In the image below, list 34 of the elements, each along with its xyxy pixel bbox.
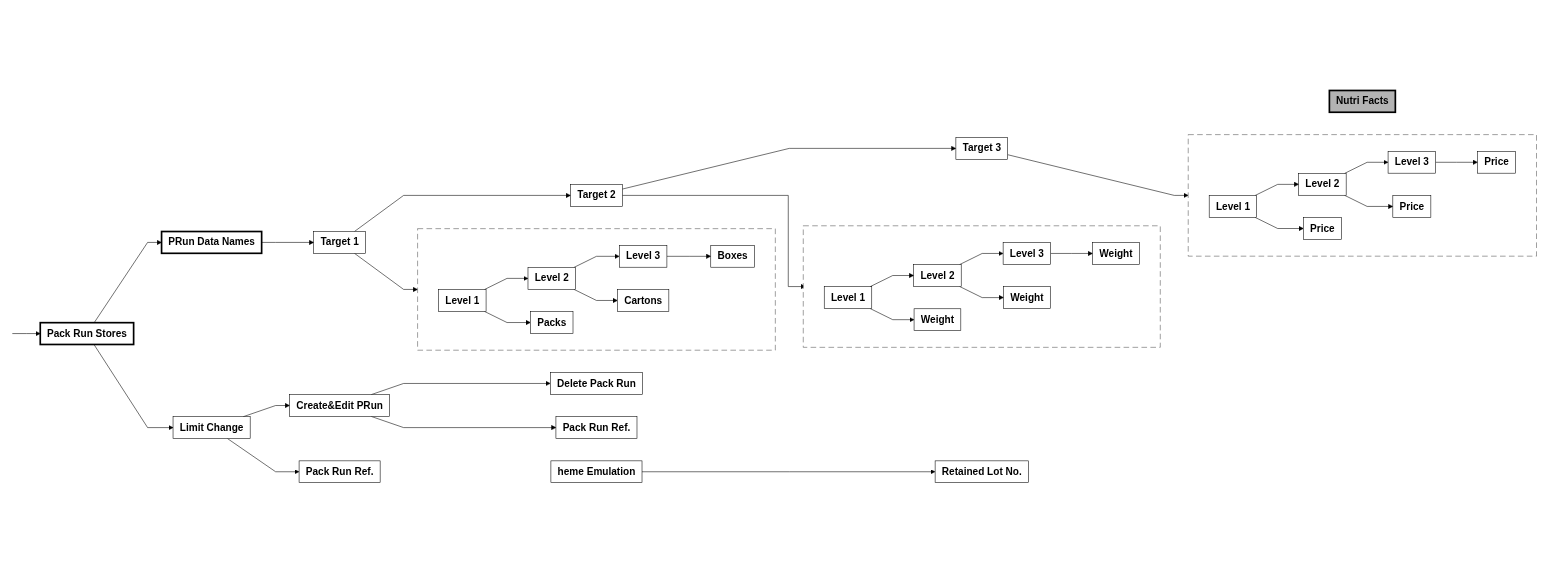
node-box: Weight	[913, 308, 962, 331]
node-box: Pack Run Ref.	[555, 416, 638, 439]
node-box: Cartons	[617, 289, 670, 312]
node-box: Level 2	[527, 267, 576, 290]
node-box: Target 3	[955, 137, 1008, 160]
node-box: Limit Change	[172, 416, 251, 439]
cluster	[417, 228, 776, 351]
node-box: Target 2	[570, 184, 623, 207]
node-box: Level 1	[438, 289, 487, 312]
node-box: Pack Run Stores	[39, 321, 135, 346]
node-box: Level 1	[823, 286, 873, 309]
node-box: Weight	[1092, 242, 1140, 265]
node-box: Weight	[1003, 286, 1051, 309]
cluster	[803, 225, 1161, 348]
node-box: Level 2	[913, 264, 962, 287]
node-box: Nutri Facts	[1328, 89, 1397, 114]
node-box: Level 3	[619, 245, 668, 268]
node-box: Level 1	[1208, 195, 1257, 218]
node-box: Retained Lot No.	[934, 460, 1029, 483]
node-box: Pack Run Ref.	[298, 460, 381, 483]
node-box: Packs	[530, 311, 574, 334]
cluster	[1187, 134, 1537, 257]
node-box: Target 1	[313, 231, 366, 254]
node-box: Level 2	[1298, 173, 1347, 196]
node-box: Delete Pack Run	[550, 372, 643, 395]
node-box: Level 3	[1002, 242, 1051, 265]
node-box: PRun Data Names	[160, 230, 263, 255]
node-box: Level 3	[1387, 151, 1436, 174]
node-box: Price	[1392, 195, 1432, 218]
node-box: Create&Edit PRun	[289, 394, 390, 417]
node-box: Boxes	[710, 245, 755, 268]
node-box: heme Emulation	[550, 460, 643, 483]
node-box: Price	[1303, 217, 1342, 240]
node-box: Price	[1477, 151, 1516, 174]
